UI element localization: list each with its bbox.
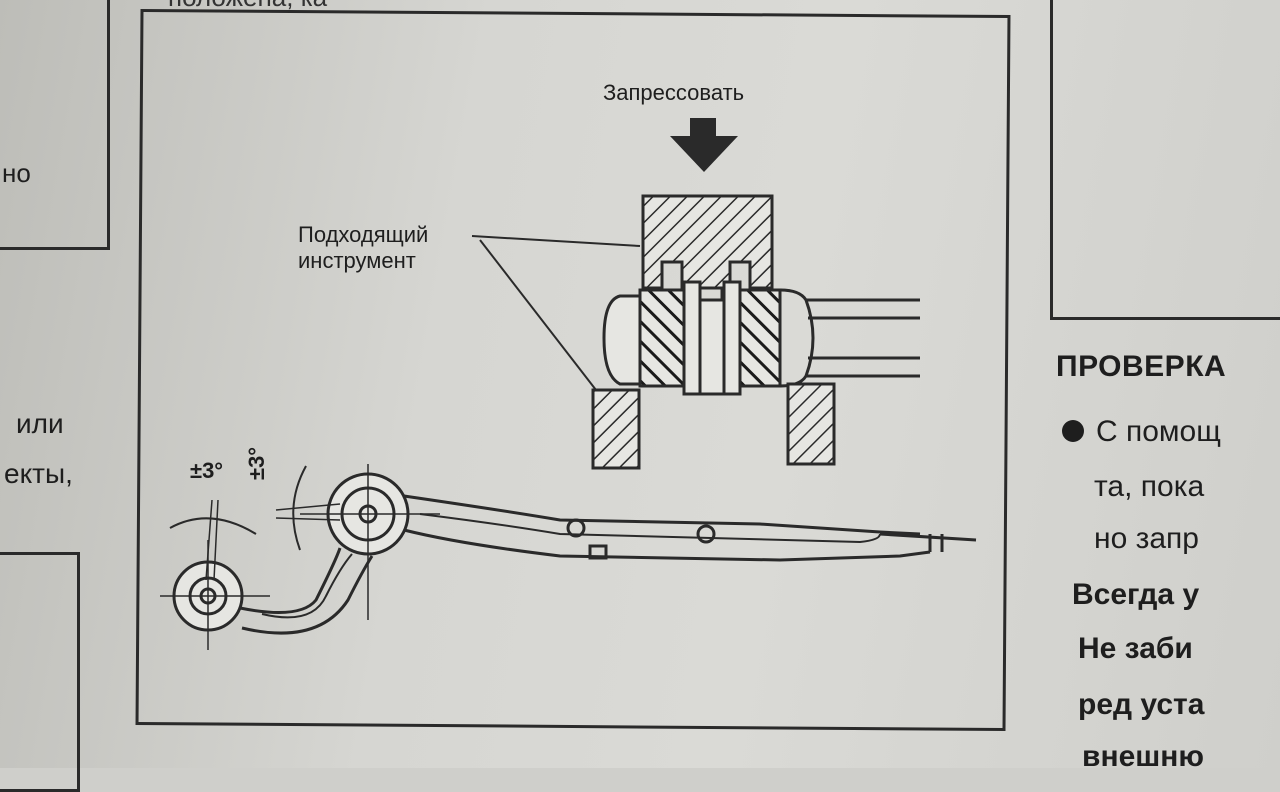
tool-label: Подходящий инструмент: [298, 222, 429, 273]
press-label: Запрессовать: [603, 80, 745, 105]
tool-leader-lines: [471, 235, 641, 391]
left-text-fragment-3: екты,: [4, 458, 73, 489]
warning-line-1: Всегда у: [1072, 578, 1200, 611]
press-arrow-icon: [670, 118, 738, 172]
left-text-fragment-1: но: [2, 158, 31, 188]
left-text-fragment-2: или: [16, 408, 64, 439]
bullet-text: С помощ: [1096, 415, 1221, 448]
bushing-press-diagram: [160, 118, 977, 650]
warning-line-4: внешню: [1082, 740, 1204, 773]
bullet-dot-icon: [1062, 420, 1084, 442]
press-support-blocks: [591, 382, 836, 470]
paragraph-line-3: но запр: [1094, 522, 1199, 555]
section-heading: ПРОВЕРКА: [1056, 350, 1227, 383]
bushing-section: [602, 280, 920, 396]
paragraph-line-2: та, пока: [1094, 470, 1205, 503]
angle-tolerance-left: ±3°: [190, 458, 224, 483]
cut-top-text: положена, ка: [168, 0, 327, 13]
warning-line-3: ред уста: [1078, 688, 1205, 721]
left-figure-frame: [0, 0, 110, 250]
angle-tolerance-right: ±3°: [244, 446, 269, 480]
bullet-paragraph: С помощ: [1062, 415, 1221, 449]
press-tool-upper: [641, 194, 774, 302]
suspension-arm: [160, 464, 977, 650]
right-figure-frame: [1050, 0, 1280, 320]
warning-line-2: Не заби: [1078, 632, 1193, 665]
